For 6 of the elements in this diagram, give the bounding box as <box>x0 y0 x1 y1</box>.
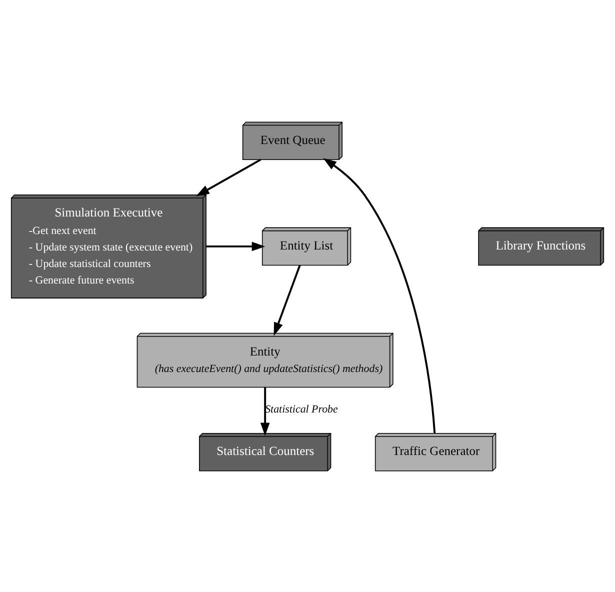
arrow <box>323 158 436 433</box>
edge-label: Statistical Probe <box>265 402 338 415</box>
arrow <box>274 264 301 336</box>
arrow <box>196 158 262 196</box>
arrow <box>260 386 270 436</box>
arrow <box>206 241 266 251</box>
